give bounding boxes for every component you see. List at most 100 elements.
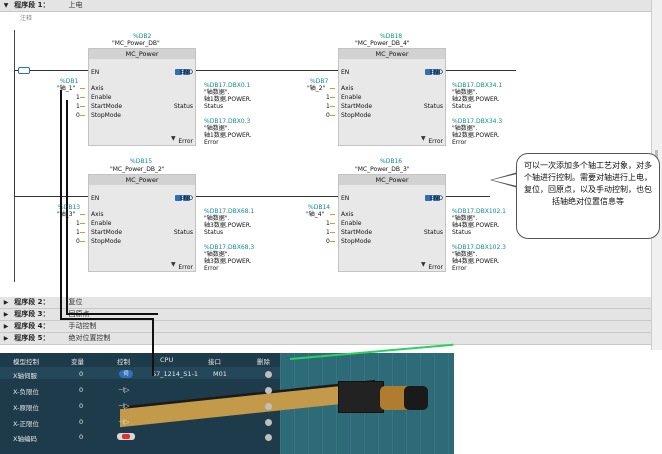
delete-button[interactable] bbox=[265, 403, 272, 410]
segment-comment[interactable]: 注释 bbox=[20, 15, 33, 22]
pin-axis: Axis bbox=[91, 211, 104, 218]
block-instance: "MC_Power_DB_3" bbox=[355, 166, 410, 173]
encoder-icon[interactable] bbox=[117, 433, 135, 440]
status-name-2: 轴4数据.POWER. bbox=[452, 222, 500, 229]
header-variable: 变量 bbox=[71, 358, 84, 366]
block-type: MC_Power bbox=[339, 49, 445, 59]
error-name-3: Error bbox=[204, 139, 219, 146]
error-tag: %DB17.DBX34.3 bbox=[452, 118, 503, 125]
segment-header-4[interactable]: ▶ 程序段 4： 手动控制 bbox=[0, 321, 651, 333]
pin-enable: Enable bbox=[341, 94, 362, 101]
segment-title: 绝对位置控制 bbox=[68, 334, 111, 342]
delete-button[interactable] bbox=[265, 419, 272, 426]
status-tag: %DB17.DBX68.1 bbox=[204, 208, 255, 215]
block-type: MC_Power bbox=[339, 175, 445, 185]
status-name-3: Status bbox=[452, 103, 472, 110]
status-tag: %DB17.DBX102.1 bbox=[452, 208, 507, 215]
function-block[interactable]: MC_Power EN ENO Axis Enable StartMode St… bbox=[88, 174, 196, 272]
status-name-3: Status bbox=[204, 103, 224, 110]
expand-icon[interactable]: ▶ bbox=[3, 323, 9, 330]
row-value: 0 bbox=[79, 402, 84, 410]
eno-wire-top bbox=[194, 70, 338, 71]
axis-name: "轴_1" bbox=[57, 85, 76, 92]
error-name-2: 轴4数据.POWER. bbox=[452, 258, 500, 265]
pin-status: Status bbox=[423, 103, 443, 110]
segment-name: 程序段 2： bbox=[14, 298, 50, 306]
collapse-icon[interactable]: ▼ bbox=[3, 2, 9, 9]
header-cpu: CPU bbox=[160, 356, 174, 364]
row-label: X-原限位 bbox=[13, 404, 39, 412]
pin-error: Error bbox=[428, 264, 443, 271]
axis-name: "轴_2" bbox=[307, 85, 326, 92]
pin-enable: Enable bbox=[341, 220, 362, 227]
expand-icon[interactable]: ▼ bbox=[171, 261, 176, 268]
pin-error: Error bbox=[178, 138, 193, 145]
delete-button[interactable] bbox=[265, 387, 272, 394]
pin-enable: Enable bbox=[91, 94, 112, 101]
stopmode-value: 0 bbox=[326, 238, 330, 245]
expand-icon[interactable]: ▶ bbox=[3, 299, 9, 306]
pin-enable: Enable bbox=[91, 220, 112, 227]
stopmode-value: 0 bbox=[76, 112, 80, 119]
expand-icon[interactable]: ▼ bbox=[171, 135, 176, 142]
segment-title: 复位 bbox=[68, 298, 83, 306]
segment-name: 程序段 3： bbox=[14, 310, 50, 318]
block-instance: "MC_Power_DB" bbox=[112, 40, 160, 47]
pin-en: EN bbox=[91, 195, 100, 202]
control-badge[interactable]: 伺 bbox=[119, 370, 133, 378]
function-block[interactable]: MC_Power EN ENO Axis Enable StartMode St… bbox=[338, 48, 446, 146]
sensor-icon[interactable]: ⊣▷ bbox=[118, 386, 130, 394]
error-name-2: 轴1数据.POWER. bbox=[204, 132, 252, 139]
header-control: 控制 bbox=[117, 358, 130, 366]
function-block[interactable]: MC_Power EN ENO Axis Enable StartMode St… bbox=[338, 174, 446, 272]
expand-icon[interactable]: ▶ bbox=[3, 335, 9, 342]
segment-name: 程序段 5： bbox=[14, 334, 50, 342]
cloud-icon bbox=[425, 195, 432, 201]
delete-button[interactable] bbox=[265, 371, 272, 378]
connector-line bbox=[66, 313, 158, 315]
segment-name: 程序段 4： bbox=[14, 322, 50, 330]
cloud-icon bbox=[425, 69, 432, 75]
pin-startmode: StartMode bbox=[341, 229, 373, 236]
error-name-2: 轴2数据.POWER. bbox=[452, 132, 500, 139]
eno-wire-bottom-right bbox=[444, 196, 490, 197]
segment-header-1[interactable]: ▼ 程序段 1： 上电 bbox=[0, 0, 651, 12]
expand-icon[interactable]: ▼ bbox=[421, 135, 426, 142]
axis-name: "轴_4" bbox=[306, 211, 325, 218]
expand-icon[interactable]: ▶ bbox=[3, 311, 9, 318]
header-delete: 删除 bbox=[257, 358, 270, 366]
pin-stopmode: StopMode bbox=[91, 112, 121, 119]
delete-button[interactable] bbox=[265, 434, 272, 441]
error-tag: %DB17.DBX0.3 bbox=[204, 118, 251, 125]
segment-header-5[interactable]: ▶ 程序段 5： 绝对位置控制 bbox=[0, 333, 651, 345]
sensor-icon[interactable]: ⊣▷ bbox=[118, 418, 130, 426]
startmode-value: 1 bbox=[326, 103, 330, 110]
pin-axis: Axis bbox=[91, 85, 104, 92]
interface-value[interactable]: M01 bbox=[213, 370, 227, 378]
cloud-icon bbox=[175, 69, 182, 75]
enable-value: 1 bbox=[76, 220, 80, 227]
pin-startmode: StartMode bbox=[341, 103, 373, 110]
block-instance: "MC_Power_DB_4" bbox=[355, 40, 410, 47]
pin-status: Status bbox=[173, 229, 193, 236]
enable-value: 1 bbox=[326, 220, 330, 227]
pin-error: Error bbox=[428, 138, 443, 145]
status-name-1: "轴数据". bbox=[204, 215, 230, 222]
pin-eno: ENO bbox=[179, 69, 193, 76]
function-block[interactable]: MC_Power EN ENO Axis Enable StartMode St… bbox=[88, 48, 196, 146]
error-name-1: "轴数据". bbox=[452, 125, 478, 132]
block-icons bbox=[424, 60, 442, 75]
block-db-tag: %DB16 bbox=[380, 158, 403, 165]
block-icons bbox=[174, 186, 192, 201]
segment-header-2[interactable]: ▶ 程序段 2： 复位 bbox=[0, 297, 651, 309]
pin-stopmode: StopMode bbox=[91, 238, 121, 245]
block-icons bbox=[174, 60, 192, 75]
eno-wire-top-right bbox=[444, 70, 516, 71]
pin-stopmode: StopMode bbox=[341, 238, 371, 245]
row-value: 0 bbox=[79, 386, 84, 394]
expand-icon[interactable]: ▼ bbox=[421, 261, 426, 268]
block-type: MC_Power bbox=[89, 175, 195, 185]
cpu-value[interactable]: S7_1214_S1-1 bbox=[152, 370, 199, 378]
pin-axis: Axis bbox=[341, 211, 354, 218]
sensor-icon[interactable]: ⊣▷ bbox=[118, 402, 130, 410]
